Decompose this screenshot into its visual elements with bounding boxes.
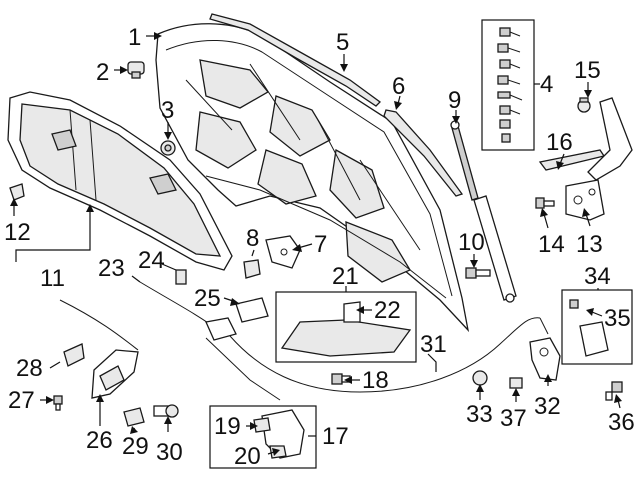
callout-3: 3 — [161, 97, 174, 124]
callout-20: 20 — [234, 443, 261, 470]
callout-labels: 1 2 3 5 6 9 4 15 16 12 11 14 13 8 7 10 2… — [4, 24, 635, 470]
bumper-3 — [160, 140, 176, 156]
callout-18: 18 — [362, 367, 389, 394]
callout-23: 23 — [98, 255, 125, 282]
callout-19: 19 — [214, 413, 241, 440]
callout-10: 10 — [458, 229, 485, 256]
striker-32 — [529, 337, 561, 381]
callout-37: 37 — [500, 405, 527, 432]
callout-6: 6 — [392, 73, 405, 100]
callout-36: 36 — [608, 409, 635, 436]
callout-13: 13 — [576, 231, 603, 258]
clip-30 — [153, 404, 179, 418]
bolt-14 — [535, 197, 555, 209]
callout-34: 34 — [584, 263, 611, 290]
retainer-12 — [9, 183, 25, 201]
hood-seal-upper — [209, 13, 381, 107]
callout-4: 4 — [540, 71, 553, 98]
grommet-15 — [577, 97, 591, 113]
plug-33 — [472, 370, 488, 386]
grommet-29 — [123, 407, 145, 427]
clip-37 — [509, 377, 523, 389]
bolt-36 — [605, 381, 623, 401]
callout-25: 25 — [194, 285, 221, 312]
clip-24 — [175, 269, 187, 285]
hood-hinge — [538, 97, 633, 221]
callout-2: 2 — [96, 59, 109, 86]
callout-21: 21 — [332, 263, 359, 290]
hardware-kit — [481, 19, 535, 151]
leader-lines — [10, 32, 622, 456]
bracket-7 — [265, 235, 301, 269]
striker-assembly-group — [561, 289, 633, 365]
callout-33: 33 — [466, 401, 493, 428]
callout-12: 12 — [4, 219, 31, 246]
callout-8: 8 — [246, 225, 259, 252]
callout-29: 29 — [122, 433, 149, 460]
callout-35: 35 — [604, 305, 631, 332]
clip-2 — [127, 61, 145, 79]
hood-insulator-pad — [7, 91, 233, 271]
callout-27: 27 — [8, 387, 35, 414]
callout-32: 32 — [534, 393, 561, 420]
bumper-8 — [243, 259, 261, 279]
bolt-10 — [465, 267, 491, 279]
callout-1: 1 — [128, 24, 141, 51]
callout-28: 28 — [16, 355, 43, 382]
cable-junction — [205, 317, 237, 341]
callout-31: 31 — [420, 331, 447, 358]
callout-22: 22 — [374, 297, 401, 324]
callout-7: 7 — [314, 231, 327, 258]
callout-30: 30 — [156, 439, 183, 466]
callout-15: 15 — [574, 57, 601, 84]
hood-panel — [155, 23, 470, 333]
callout-26: 26 — [86, 427, 113, 454]
callout-24: 24 — [138, 247, 165, 274]
bracket-25 — [235, 297, 269, 323]
callout-5: 5 — [336, 29, 349, 56]
callout-14: 14 — [538, 231, 565, 258]
callout-16: 16 — [546, 129, 573, 156]
callout-11: 11 — [40, 265, 65, 292]
screw-27 — [53, 395, 63, 411]
release-handle — [63, 343, 139, 399]
hood-lift-support — [450, 120, 517, 303]
callout-17: 17 — [322, 423, 349, 450]
hood-seal-side — [383, 109, 464, 197]
callout-9: 9 — [448, 87, 461, 114]
